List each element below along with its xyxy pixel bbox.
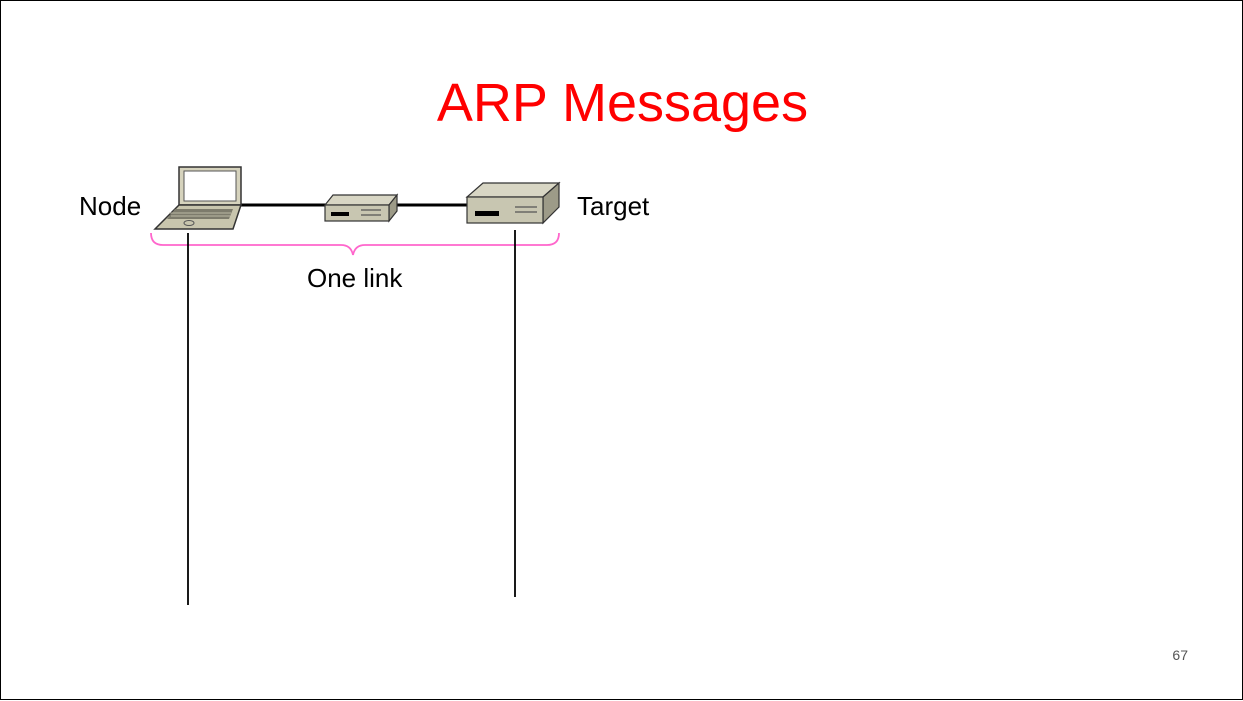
slide-title: ARP Messages [436, 73, 809, 133]
router-icon [465, 181, 561, 225]
link-brace [150, 232, 560, 256]
node-label: Node [79, 191, 142, 221]
switch-icon [323, 193, 399, 223]
page-number: 67 [1172, 647, 1188, 663]
target-label: Target [577, 191, 650, 221]
laptop-icon [153, 166, 243, 230]
link-label: One link [307, 263, 403, 293]
